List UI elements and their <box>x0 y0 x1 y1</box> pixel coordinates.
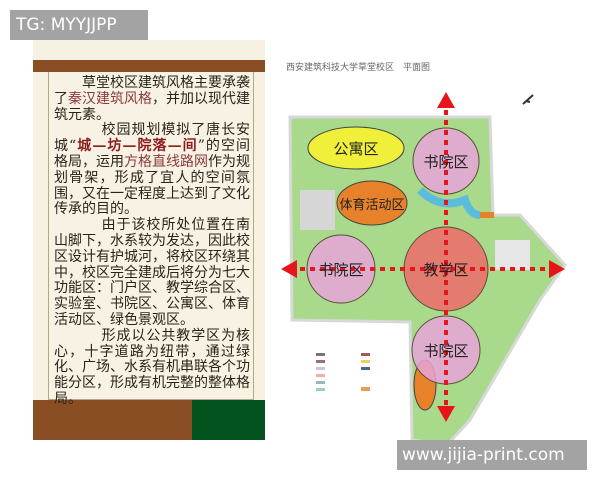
highlight-text: 城—坊—院落—间 <box>76 138 198 155</box>
highlight-text: 秦汉建筑风格 <box>68 90 152 107</box>
label-sports: 体育活动区 <box>339 197 404 213</box>
label-apartment: 公寓区 <box>333 140 378 158</box>
axis-arrows <box>281 92 565 422</box>
gate-block <box>480 212 494 218</box>
text: 校园规划模拟了唐长安城“ <box>54 122 250 155</box>
legend <box>316 353 370 391</box>
arrow-left-icon <box>281 260 297 278</box>
map-title: 西安建筑科技大学草堂校区 平面图 <box>286 63 431 73</box>
description-textbox: 草堂校区建筑风格主要承袭了秦汉建筑风格，并加以现代建筑元素。 校园规划模拟了唐长… <box>48 72 254 407</box>
paragraph-2: 校园规划模拟了唐长安城“城—坊—院落—间”的空间格局，运用方格直线路网作为规划骨… <box>54 123 250 218</box>
slide-bottom-brown <box>33 400 192 440</box>
text: 草堂校区建筑风格主要承袭了 <box>54 75 250 107</box>
north-arrow-icon <box>522 94 534 105</box>
slide-bottom-green <box>192 400 265 440</box>
text-slide: 草堂校区建筑风格主要承袭了秦汉建筑风格，并加以现代建筑元素。 校园规划模拟了唐长… <box>33 40 265 440</box>
label-academy-left: 书院区 <box>318 261 363 279</box>
label-teaching: 教学区 <box>423 261 468 279</box>
text: ，并加以现代建筑元素。 <box>54 90 250 123</box>
campus-map: 公寓区 体育活动区 书院区 书院区 教学区 书院区 <box>281 92 567 445</box>
highlight-text: 方格直线路网 <box>124 153 208 170</box>
arrow-down-icon <box>437 406 455 422</box>
text: ”的空间格局，运用 <box>54 138 250 170</box>
arrow-up-icon <box>437 92 455 108</box>
label-academy-bottom: 书院区 <box>423 342 468 360</box>
building-block <box>495 240 530 270</box>
lake <box>417 187 481 219</box>
watermark-bottom: www.jijia-print.com <box>397 440 587 470</box>
paragraph-4: 形成以公共教学区为核心，十字道路为纽带，通过绿化、广场、水系有机串联各个功能分区… <box>54 327 250 407</box>
zone-sports <box>336 180 408 226</box>
slide-top-bar <box>33 60 265 72</box>
text: 作为规划骨架，形成了宜人的空间氛围，又在一定程度上达到了文化传承的目的。 <box>54 153 250 218</box>
building-block <box>300 190 335 230</box>
label-academy-top: 书院区 <box>423 153 468 171</box>
watermark-top: TG: MYYJJPP <box>10 10 148 40</box>
zone-apartment <box>307 126 405 170</box>
paragraph-3: 由于该校所处位置在南山脚下，水系较为发达，因此校区设计有护城河，将校区环绕其中，… <box>54 217 250 328</box>
paragraph-1: 草堂校区建筑风格主要承袭了秦汉建筑风格，并加以现代建筑元素。 <box>54 75 250 123</box>
arrow-right-icon <box>549 260 565 278</box>
